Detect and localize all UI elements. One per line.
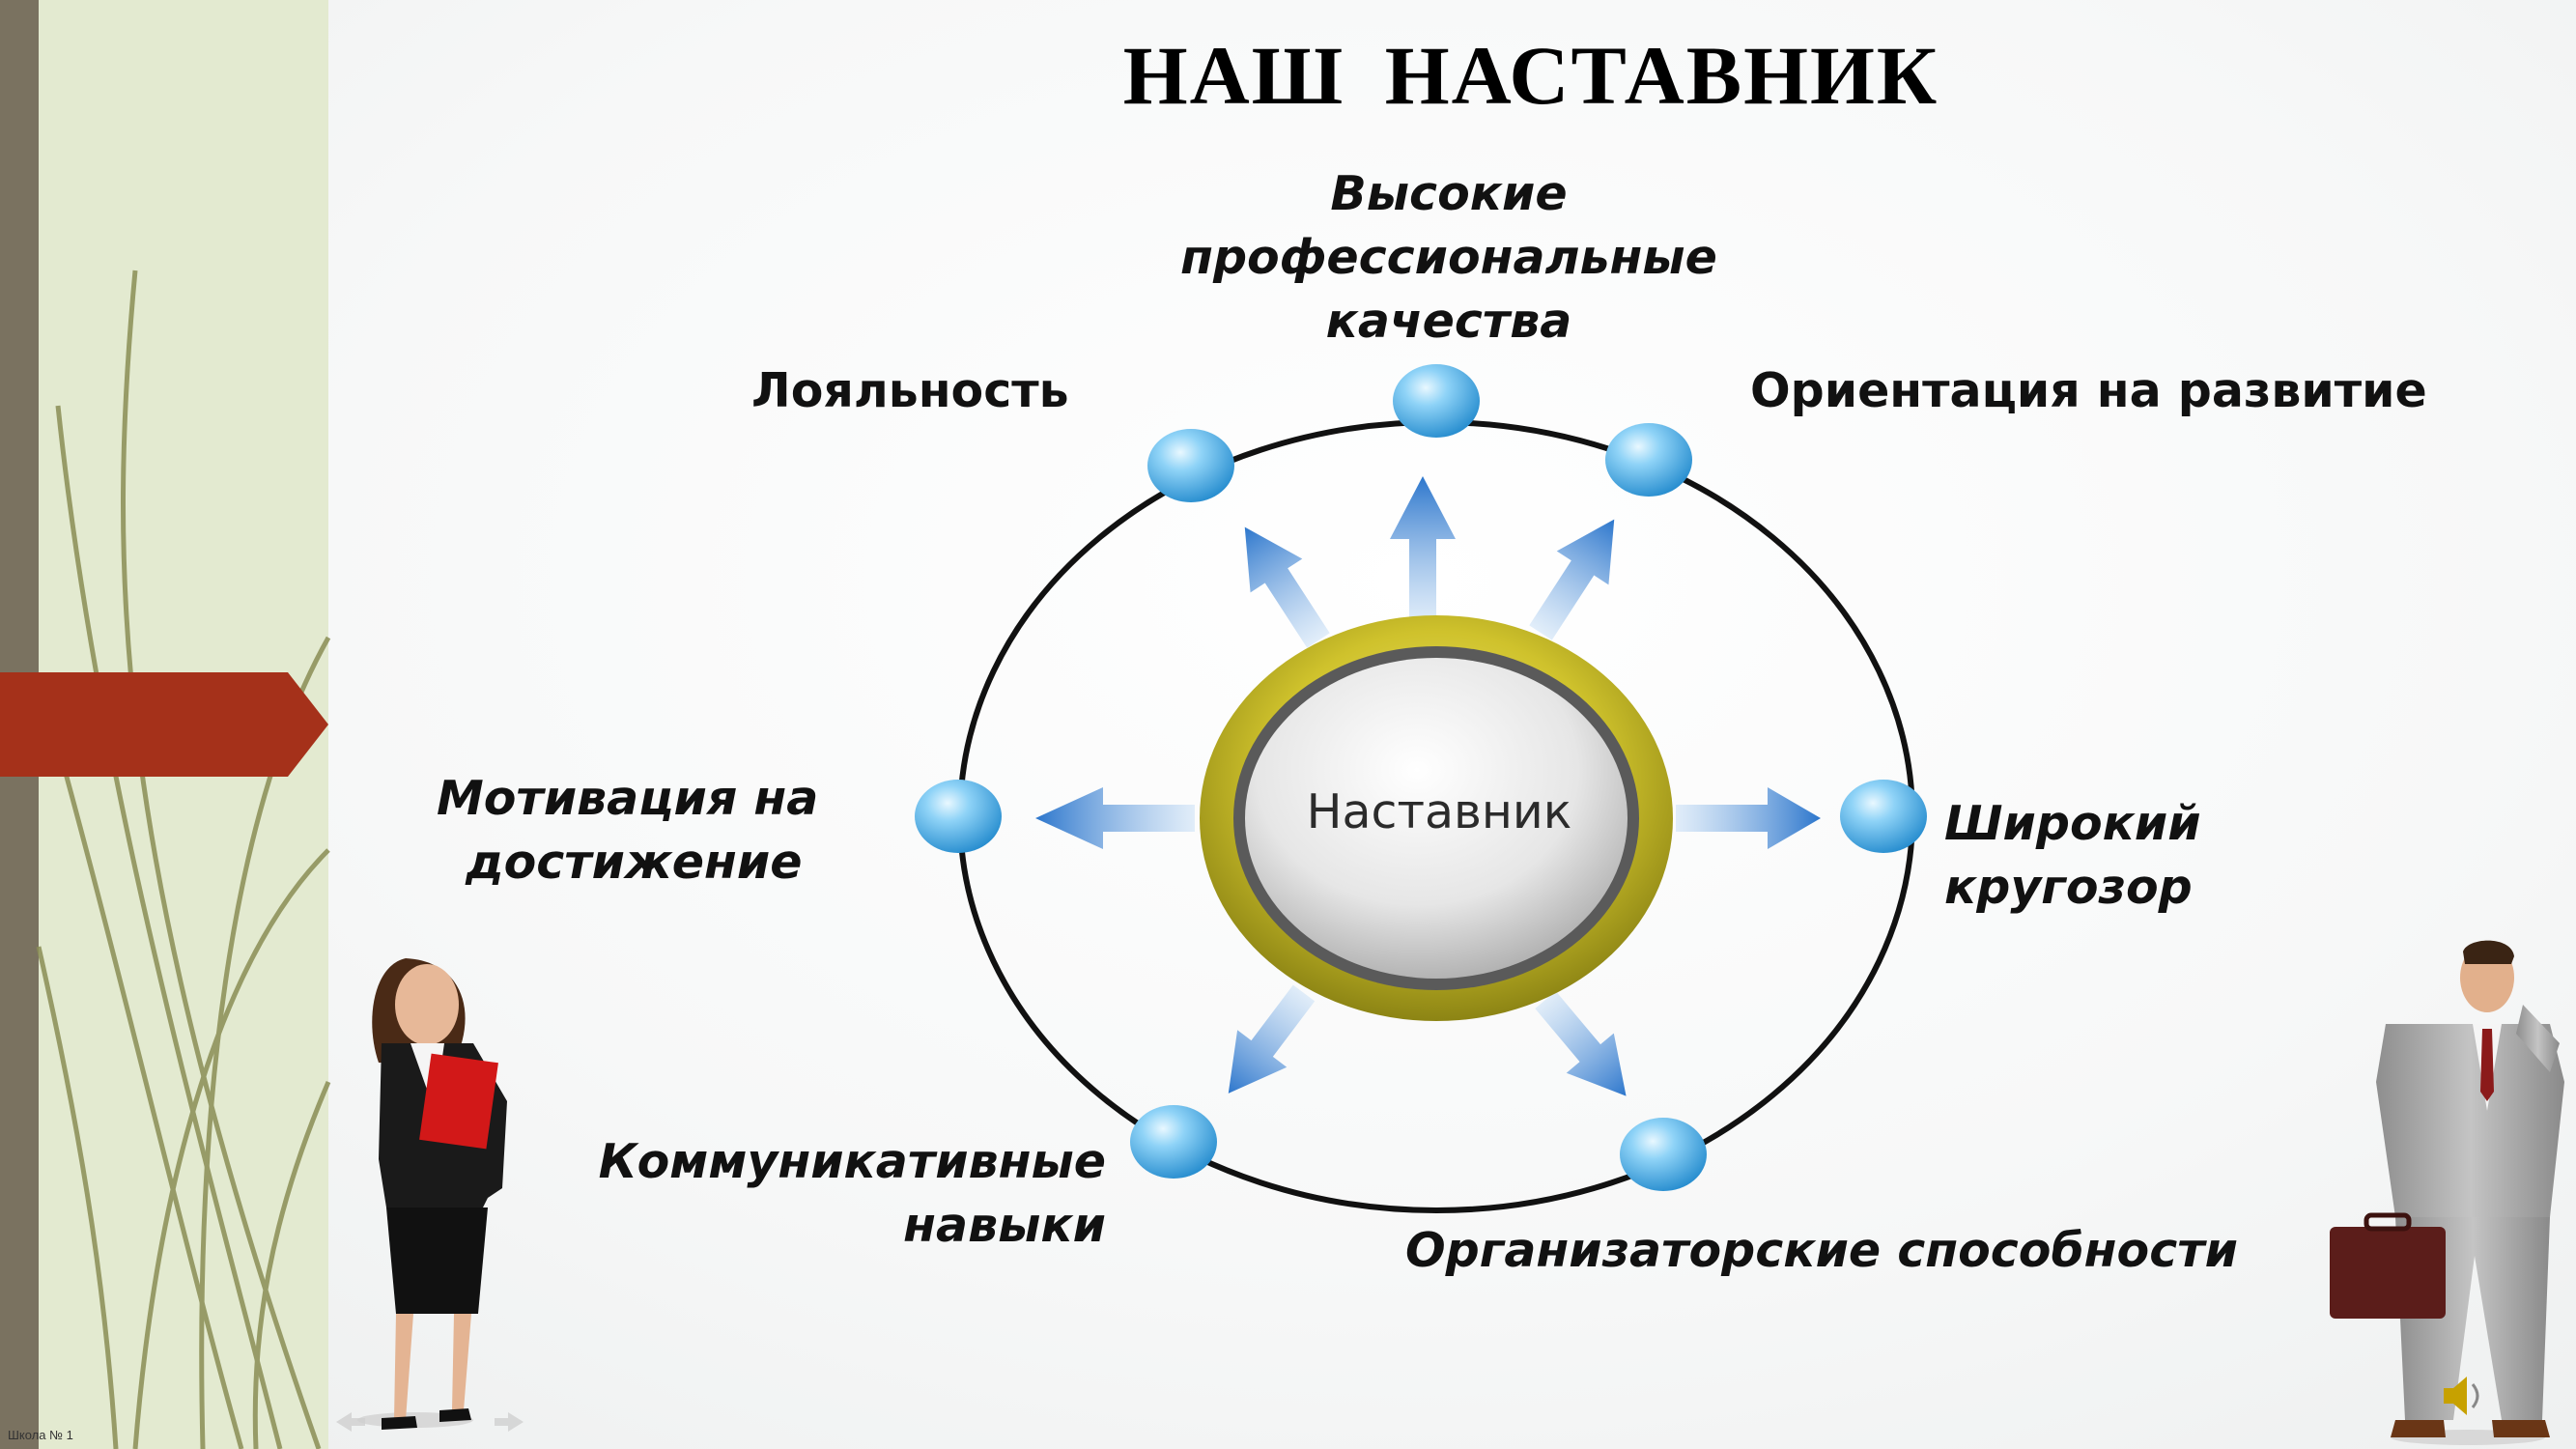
arrow-up [1390,476,1456,626]
label-line: профессиональные [1180,230,1717,285]
next-arrow-icon [495,1412,524,1432]
label-line: навыки [903,1198,1106,1253]
arrow-down-right [1535,991,1627,1096]
label-line: кругозор [1944,860,2193,915]
footer-text: Школа № 1 [8,1428,73,1442]
prev-arrow-icon [336,1412,365,1432]
center-silver-disc [1245,658,1628,979]
label-line: Мотивация на [437,771,819,826]
arrow-down-left [1228,984,1316,1094]
label-loyalty: Лояльность [751,363,1069,418]
businesswoman-image [357,958,507,1430]
label-line: достижение [466,835,803,890]
label-line: Высокие [1330,166,1568,221]
arrow-up-right [1529,519,1615,640]
label-professional-qualities: Высокие профессиональные качества [1174,162,1724,354]
briefcase-image [2330,1227,2446,1319]
label-achievement-motivation: Мотивация на достижение [437,767,818,895]
label-communication-skills: Коммуникативные навыки [541,1130,1106,1258]
arrow-left [1035,787,1195,849]
node-top-right [1605,423,1692,497]
speaker-icon [2444,1377,2479,1415]
label-line: качества [1325,294,1572,349]
businessman-image [2330,940,2564,1445]
center-label: Наставник [1306,784,1572,839]
label-line: Коммуникативные [598,1134,1106,1189]
label-line: Широкий [1944,796,2201,851]
nodes [915,364,1927,1191]
node-bottom-left [1130,1105,1217,1179]
node-top [1393,364,1480,438]
label-development-orientation: Ориентация на развитие [1750,363,2427,418]
label-broad-outlook: Широкий кругозор [1944,792,2201,920]
arrow-right [1676,787,1821,849]
node-left [915,780,1002,853]
node-right [1840,780,1927,853]
node-top-left [1147,429,1234,502]
node-bottom-right [1620,1118,1707,1191]
arrow-up-left [1244,526,1330,648]
sidebar-red-arrow [0,672,328,777]
label-organizational-abilities: Организаторские способности [1405,1223,2238,1278]
radial-arrows [1035,476,1821,1096]
slide-title: НАШ НАСТАВНИК [1122,29,1939,122]
